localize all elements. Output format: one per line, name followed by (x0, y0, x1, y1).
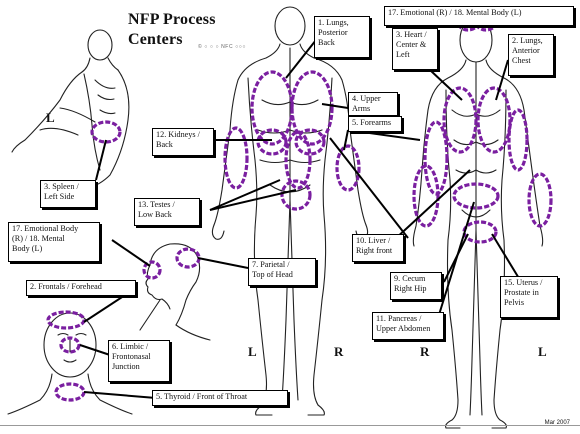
label-pancreas: 11. Pancreas / Upper Abdomen (372, 312, 444, 340)
side-left-top: L (46, 110, 55, 126)
label-liver: 10. Liver / Right front (352, 234, 404, 262)
label-cecum: 9. Cecum Right Hip (390, 272, 442, 300)
label-frontals: 2. Frontals / Forehead (26, 280, 136, 296)
title-copyright: © ○ ○ ○ NFC ○○○ (198, 44, 246, 50)
label-parietal: 7. Parietal / Top of Head (248, 258, 316, 286)
label-thyroid: 5. Thyroid / Front of Throat (152, 390, 288, 406)
title-line1: NFP Process (128, 11, 216, 28)
side-front-left: L (538, 344, 547, 360)
label-testes: 13. Testes / Low Back (134, 198, 200, 226)
label-kidneys: 12. Kidneys / Back (152, 128, 214, 156)
side-front-right: R (420, 344, 429, 360)
side-back-right: R (334, 344, 343, 360)
side-back-left: L (248, 344, 257, 360)
label-forearms: 5. Forearms (348, 116, 402, 132)
bottom-divider (0, 425, 580, 426)
label-heart: 3. Heart / Center & Left (392, 28, 438, 70)
back-figure (212, 7, 367, 415)
label-limbic: 6. Limbic / Frontonasal Junction (108, 340, 170, 382)
label-lungs-anterior: 2. Lungs, Anterior Chest (508, 34, 554, 76)
label-uterus: 15. Uterus / Prostate in Pelvis (500, 276, 558, 318)
label-emotional-mental-top: 17. Emotional (R) / 18. Mental Body (L) (384, 6, 574, 26)
side-figure (12, 30, 129, 188)
label-spleen: 3. Spleen / Left Side (40, 180, 96, 208)
label-lungs-posterior: 1. Lungs, Posterior Back (314, 16, 370, 58)
label-emotional-mental-left: 17. Emotional Body (R) / 18. Mental Body… (8, 222, 100, 262)
label-upper-arms: 4. Upper Arms (348, 92, 398, 116)
